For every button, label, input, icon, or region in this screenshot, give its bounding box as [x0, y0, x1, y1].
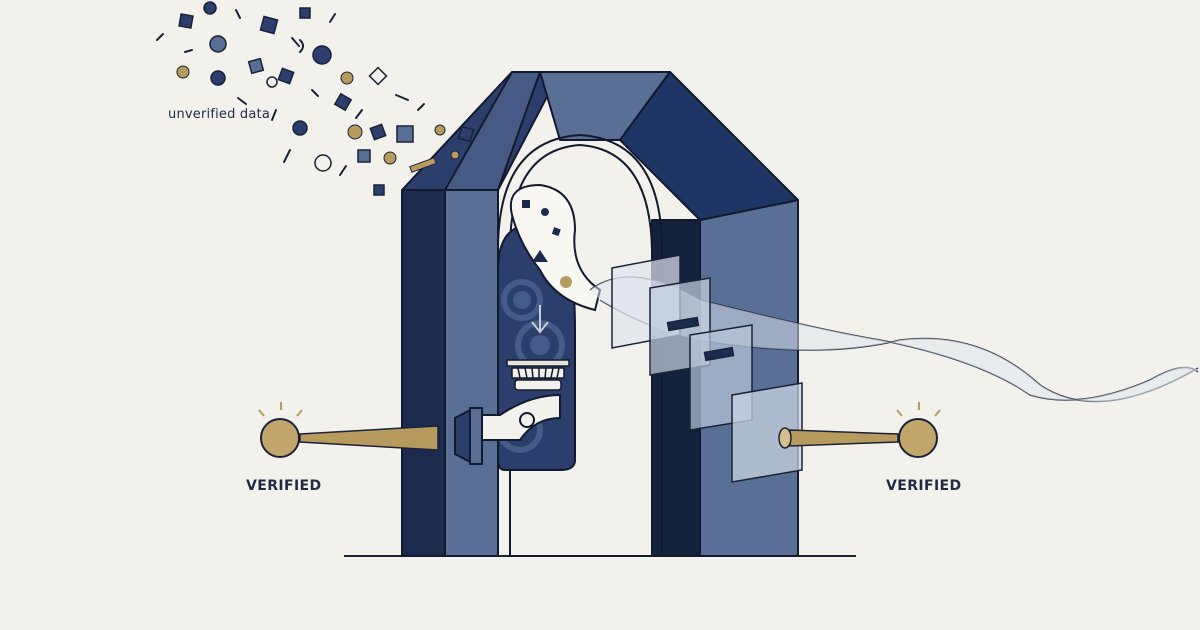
- gear-icon: [497, 279, 565, 453]
- gold-sphere-node: [260, 418, 300, 458]
- arrow-down-icon: [531, 305, 549, 334]
- pipe-flange: [469, 407, 483, 465]
- bit-gold: [560, 276, 572, 288]
- gold-sphere-node: [898, 418, 938, 458]
- verified-label-right: VERIFIED: [886, 478, 962, 494]
- spark-icon: [896, 402, 941, 417]
- verified-beam-right: [778, 402, 941, 458]
- unverified-data-strokes: [156, 9, 425, 176]
- beam-right-mouth: [778, 427, 792, 449]
- verified-beam-left: [258, 402, 439, 458]
- panel-accent: [703, 346, 735, 362]
- chute-body: [509, 183, 602, 312]
- unverified-data-swarm: [178, 1, 475, 196]
- verified-label-left: VERIFIED: [246, 478, 322, 494]
- spark-icon: [258, 402, 303, 417]
- beam-right: [789, 429, 899, 447]
- glass-panel: [611, 254, 803, 483]
- bit-triangle: [532, 250, 548, 262]
- arch-left-pillar-face: [444, 189, 499, 557]
- unverified-data-label: unverified data: [168, 107, 270, 122]
- panel-4: [731, 382, 803, 483]
- pipe-nozzle: [454, 408, 471, 464]
- arch-left-pillar-dark: [401, 189, 446, 557]
- bit-dot: [541, 208, 549, 216]
- intake-chute: [509, 183, 602, 312]
- bit-square: [551, 227, 561, 237]
- bit-square: [522, 200, 530, 208]
- arch-inner-rim: [497, 134, 663, 556]
- pipe-gear-icon: [519, 412, 535, 428]
- unverified-data-gold: [176, 65, 460, 173]
- filter-funnel: [506, 359, 570, 391]
- arch-crown-right: [619, 71, 799, 221]
- panel-accent: [666, 316, 700, 332]
- beam-left: [299, 425, 439, 451]
